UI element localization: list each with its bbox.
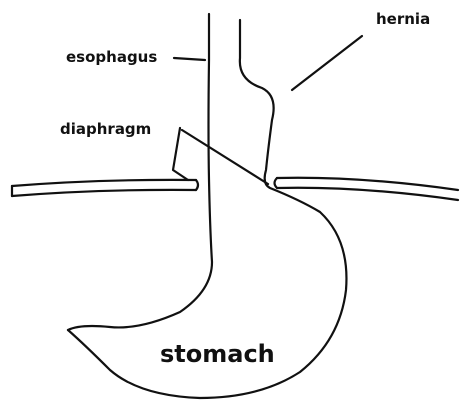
diaphragm-leader-line-left: [173, 128, 188, 180]
diaphragm-right-segment: [275, 178, 459, 200]
diaphragm-leader-line-right: [182, 130, 268, 184]
diaphragm-label: diaphragm: [60, 120, 151, 138]
diaphragm-left-segment: [12, 180, 198, 196]
hernia-leader-line: [292, 36, 362, 90]
hernia-label: hernia: [376, 10, 430, 28]
esophagus-leader-line: [174, 58, 205, 60]
esophagus-label: esophagus: [66, 48, 157, 66]
stomach-label: stomach: [160, 340, 275, 368]
